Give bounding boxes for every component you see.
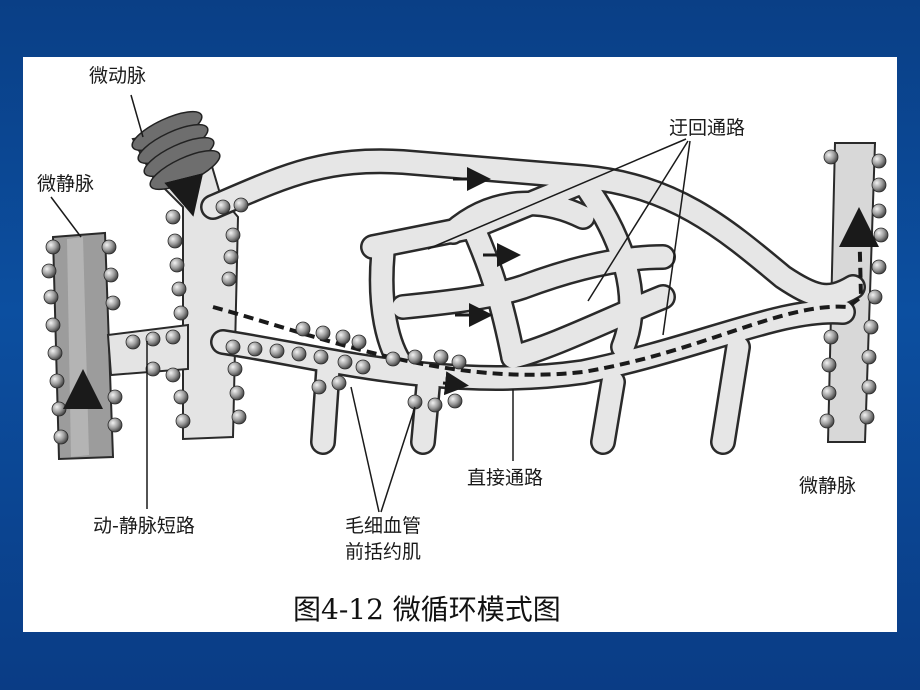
left-venule [51, 231, 115, 461]
capillary-network [200, 148, 866, 455]
direct-route-arrow [442, 371, 469, 396]
label-thoroughfare-route: 迂回通路 [669, 117, 746, 139]
label-av-shunt: 动-静脉短路 [93, 515, 195, 537]
label-sphincter-line1: 毛细血管 [345, 515, 422, 537]
flow-arrows [63, 167, 879, 409]
leader-lines [50, 94, 691, 513]
figure-caption: 图4-12 微循环模式图 [293, 593, 561, 626]
direct-route-dashed-line [212, 216, 864, 377]
label-venule-left: 微静脉 [37, 173, 95, 195]
label-direct-route: 直接通路 [467, 467, 544, 489]
label-arteriole: 微动脉 [89, 65, 147, 87]
smooth-muscle-beads [41, 149, 889, 445]
arteriole [131, 110, 240, 441]
arteriole-down-arrow [164, 173, 204, 217]
label-venule-right: 微静脉 [799, 475, 857, 497]
microcirculation-diagram [41, 94, 889, 513]
label-sphincter-line2: 前括约肌 [345, 541, 422, 563]
slide-panel: 微动脉 微静脉 迂回通路 直接通路 微静脉 动-静脉短路 毛细血管 前括约肌 图… [23, 57, 897, 632]
